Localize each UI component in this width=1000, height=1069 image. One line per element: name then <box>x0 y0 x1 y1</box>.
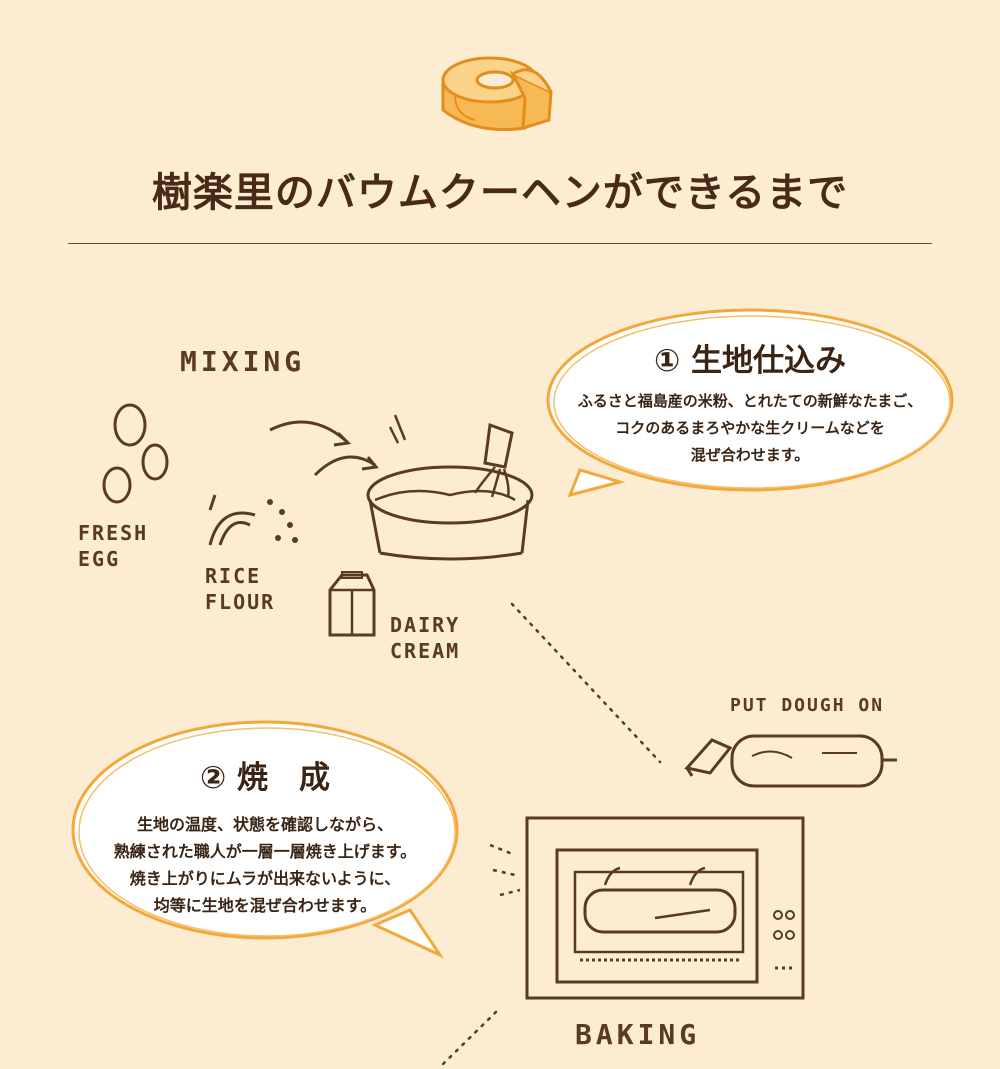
mixing-bowl-icon <box>269 414 534 561</box>
rice-label: RICE FLOUR <box>205 563 275 615</box>
step2-heading: ② 焼 成 <box>199 760 331 796</box>
step1-line-1: ふるさと福島産の米粉、とれたての新鮮なたまご、 <box>577 392 923 410</box>
mixing-label: MIXING <box>180 345 306 378</box>
baking-label: BAKING <box>575 1018 701 1051</box>
page-title: 樹楽里のバウムクーヘンができるまで <box>151 170 849 216</box>
put-dough-label: PUT DOUGH ON <box>730 695 885 716</box>
egg-label-line-1: FRESH <box>78 521 149 545</box>
rice-label-line-1: RICE <box>205 564 262 588</box>
egg-label-line-2: EGG <box>78 547 121 571</box>
step2-bubble-content: ② 焼 成 生地の温度、状態を確認しながら、 熟練された職人が一層一層焼き上げま… <box>80 752 450 919</box>
cream-label-line-2: CREAM <box>390 639 461 663</box>
dough-roller-icon <box>684 734 897 788</box>
eggs-icon <box>102 403 169 504</box>
flow-connector-2 <box>438 1010 498 1069</box>
step1-bubble-content: ① 生地仕込み ふるさと福島産の米粉、とれたての新鮮なたまご、 コクのあるまろや… <box>555 335 945 469</box>
oven-icon <box>489 816 805 1000</box>
step1-line-2: コクのあるまろやかな生クリームなどを <box>615 419 885 437</box>
step1-heading: ① 生地仕込み <box>653 343 847 379</box>
rice-icon <box>208 494 298 546</box>
cream-label: DAIRY CREAM <box>390 612 460 664</box>
step1-speech-bubble <box>546 308 954 498</box>
step1-line-3: 混ぜ合わせます。 <box>690 446 810 464</box>
step2-line-3: 焼き上がりにムラが出来ないように、 <box>129 869 401 888</box>
cream-carton-icon <box>328 571 376 637</box>
title-divider <box>68 243 932 244</box>
flow-connector-1 <box>510 602 662 764</box>
step2-line-1: 生地の温度、状態を確認しながら、 <box>136 815 393 834</box>
step2-speech-bubble <box>71 720 459 959</box>
egg-label: FRESH EGG <box>78 520 148 572</box>
cream-label-line-1: DAIRY <box>390 613 461 637</box>
baumkuchen-icon <box>441 56 553 132</box>
step2-line-2: 熟練された職人が一層一層焼き上げます。 <box>113 842 417 861</box>
rice-label-line-2: FLOUR <box>205 590 276 614</box>
step2-line-4: 均等に生地を混ぜ合わせます。 <box>153 896 377 915</box>
